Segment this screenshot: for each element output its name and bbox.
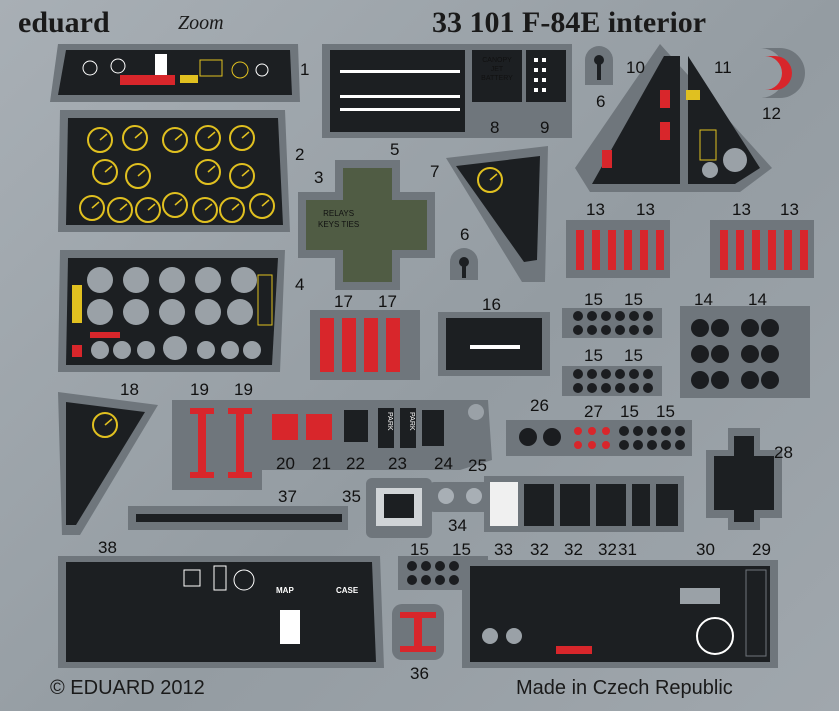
part-number: 29 <box>752 540 771 559</box>
part-34-linkage <box>430 482 490 512</box>
part-number: 19 <box>234 380 253 399</box>
origin-text: Made in Czech Republic <box>516 677 733 699</box>
part-10-11-console-triangle <box>575 44 772 192</box>
part-13-switch-strip-left <box>566 220 670 278</box>
part-number: 13 <box>586 200 605 219</box>
part-number: 32 <box>564 540 583 559</box>
part-number: 18 <box>120 380 139 399</box>
canopy-label: CANOPY JET BATTERY <box>481 57 513 82</box>
part-number: 8 <box>490 118 500 137</box>
part-number: 17 <box>334 292 353 311</box>
fret-title: 33 101 F-84E interior <box>432 6 707 39</box>
part-number: 14 <box>748 290 767 309</box>
part-15-knob-row-1 <box>562 308 662 338</box>
part-7-side-panel <box>446 146 548 282</box>
part-number: 15 <box>624 290 643 309</box>
brand-logo: eduard <box>18 6 110 39</box>
part-number: 6 <box>596 92 606 111</box>
part-6-keyhole-top <box>585 46 613 85</box>
part-8-9-panel <box>322 44 572 138</box>
part-number: 25 <box>468 456 487 475</box>
part-number: 23 <box>388 454 407 473</box>
part-29-30-right-console <box>462 560 778 668</box>
part-number: 14 <box>694 290 713 309</box>
part-19-25-strip <box>172 400 492 490</box>
part-number: 15 <box>584 346 603 365</box>
part-13-switch-strip-right <box>710 220 814 278</box>
part-number: 37 <box>278 487 297 506</box>
part-35-box <box>366 478 432 538</box>
part-6-keyhole-middle <box>450 248 478 280</box>
part-number: 36 <box>410 664 429 683</box>
part-number: 19 <box>190 380 209 399</box>
part-37-long-strip <box>128 506 348 530</box>
part-number: 28 <box>774 443 793 462</box>
part-number: 13 <box>636 200 655 219</box>
part-36-red-clip <box>392 604 444 660</box>
relays-label: RELAYS KEYS TIES <box>318 209 360 229</box>
part-number: 5 <box>390 140 400 159</box>
part-4-lower-instrument-panel <box>58 250 285 372</box>
part-number: 21 <box>312 454 331 473</box>
part-number: 13 <box>732 200 751 219</box>
part-number: 26 <box>530 396 549 415</box>
case-label: CASE <box>336 586 359 595</box>
part-number: 7 <box>430 162 440 181</box>
copyright-text: © EDUARD 2012 <box>50 677 205 699</box>
part-number: 15 <box>620 402 639 421</box>
zoom-logo: Zoom <box>178 12 224 34</box>
part-number: 20 <box>276 454 295 473</box>
part-number: 27 <box>584 402 603 421</box>
part-number: 33 <box>494 540 513 559</box>
part-number: 30 <box>696 540 715 559</box>
part-number: 24 <box>434 454 453 473</box>
part-26-27-strip <box>506 420 692 456</box>
part-number: 12 <box>762 104 781 123</box>
part-14-large-knob-block <box>680 306 810 398</box>
part-31-33-panels <box>484 476 684 532</box>
part-number: 15 <box>410 540 429 559</box>
part-28-bracket <box>706 428 782 530</box>
part-number: 2 <box>295 145 305 164</box>
part-number: 4 <box>295 275 305 294</box>
part-1-instrument-panel-top <box>50 44 300 102</box>
part-number: 32 <box>598 540 617 559</box>
part-number: 1 <box>300 60 310 79</box>
park-label-1: PARK <box>386 412 393 431</box>
part-number: 15 <box>624 346 643 365</box>
part-2-main-instrument-panel <box>58 110 290 232</box>
part-number: 32 <box>530 540 549 559</box>
part-15-knob-row-2 <box>562 366 662 396</box>
part-18-side-panel <box>58 392 158 535</box>
park-label-2: PARK <box>408 412 415 431</box>
part-number: 22 <box>346 454 365 473</box>
part-number: 9 <box>540 118 550 137</box>
part-number: 16 <box>482 295 501 314</box>
part-16-tray <box>438 312 550 376</box>
part-number: 15 <box>584 290 603 309</box>
part-number: 38 <box>98 538 117 557</box>
part-number: 31 <box>618 540 637 559</box>
part-number: 35 <box>342 487 361 506</box>
part-number: 34 <box>448 516 467 535</box>
part-12-red-bracket <box>760 48 805 98</box>
part-number: 10 <box>626 58 645 77</box>
part-number: 15 <box>656 402 675 421</box>
part-17-red-handles <box>310 310 420 380</box>
part-number: 6 <box>460 225 470 244</box>
part-number: 3 <box>314 168 324 187</box>
map-label: MAP <box>276 586 294 595</box>
part-number: 17 <box>378 292 397 311</box>
part-number: 15 <box>452 540 471 559</box>
part-3-5-relay-box <box>298 160 435 290</box>
part-number: 13 <box>780 200 799 219</box>
part-38-left-console <box>58 556 384 668</box>
part-number: 11 <box>714 58 732 77</box>
